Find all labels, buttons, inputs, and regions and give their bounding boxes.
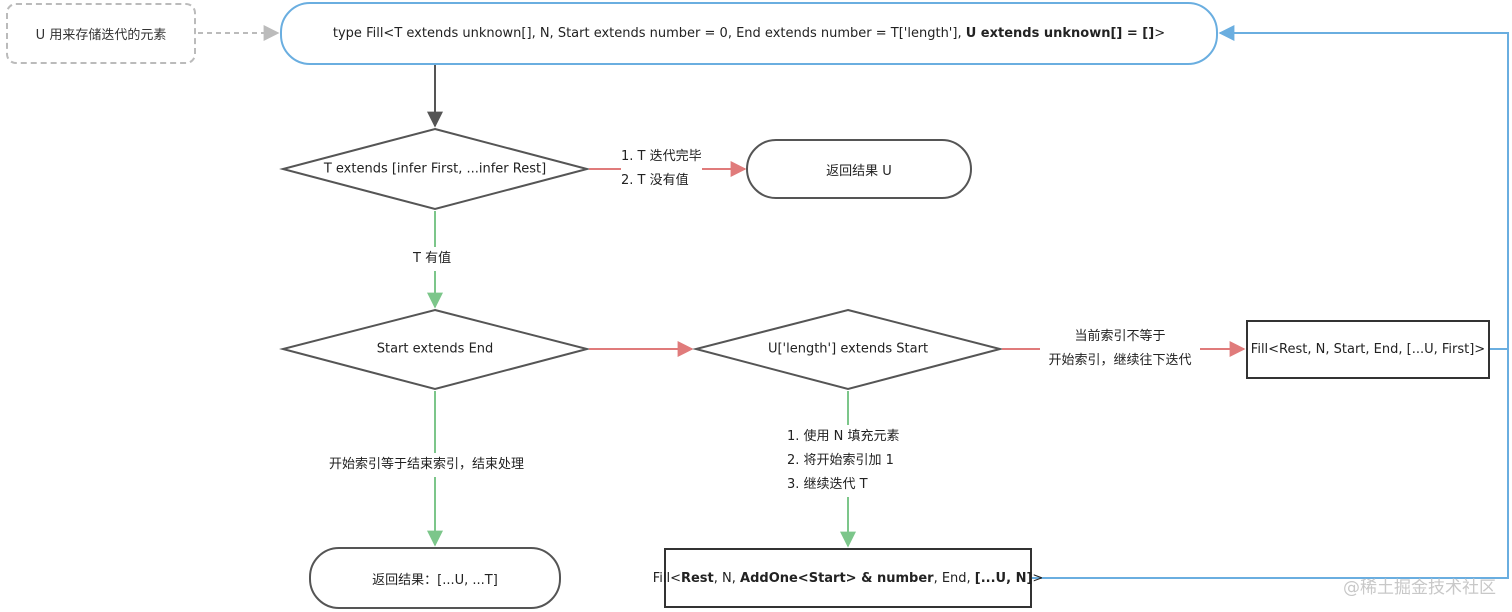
- note-text: U 用来存储迭代的元素: [35, 28, 167, 43]
- return-u-box: 返回结果 U: [746, 139, 972, 199]
- fill-addone-part: , N,: [713, 570, 741, 586]
- edge-label-line: 3. 继续迭代 T: [787, 477, 868, 492]
- return-final-box: 返回结果：[...U, ...T]: [309, 547, 561, 609]
- decision-startend-text: Start extends End: [376, 341, 494, 357]
- edge-label-t-done: 1. T 迭代完毕 2. T 没有值: [621, 145, 702, 193]
- type-definition-box: type Fill<T extends unknown[], N, Start …: [280, 2, 1218, 65]
- fill-first-box: Fill<Rest, N, Start, End, [...U, First]>: [1246, 320, 1490, 379]
- decision-length-diamond: [692, 308, 1004, 391]
- fill-addone-bold: Rest: [680, 570, 714, 586]
- return-u-text: 返回结果 U: [826, 163, 892, 179]
- return-final-text: 返回结果：[...U, ...T]: [372, 572, 498, 588]
- edge-label-line: 1. 使用 N 填充元素: [787, 429, 900, 444]
- edge-label-index-equal: 开始索引等于结束索引，结束处理: [329, 453, 525, 477]
- loop-addone-to-typedef: [1032, 25, 1509, 579]
- fill-addone-bold: AddOne<Start> & number: [740, 570, 934, 586]
- edge-label-line: 2. T 没有值: [621, 173, 689, 188]
- edge-label-fill-steps: 1. 使用 N 填充元素 2. 将开始索引加 1 3. 继续迭代 T: [787, 425, 900, 497]
- watermark: @稀土掘金技术社区: [1343, 578, 1496, 598]
- fill-addone-part: >: [1032, 570, 1044, 586]
- edge-label-line: 开始索引，继续往下迭代: [1048, 353, 1192, 368]
- fill-addone-part: Fill<: [652, 570, 681, 586]
- fill-first-text: Fill<Rest, N, Start, End, [...U, First]>: [1250, 342, 1486, 357]
- edge-label-index-not-equal: 当前索引不等于 开始索引，继续往下迭代: [1040, 325, 1200, 373]
- edge-label-t-has-value: T 有值: [413, 247, 452, 271]
- fill-addone-part: , End,: [933, 570, 975, 586]
- decision-infer-text: T extends [infer First, ...infer Rest]: [323, 161, 547, 177]
- edge-label-line: 2. 将开始索引加 1: [787, 453, 894, 468]
- decision-length-text: U['length'] extends Start: [767, 341, 929, 357]
- type-definition-close: >: [1154, 26, 1166, 41]
- fill-addone-bold: [...U, N]: [974, 570, 1033, 586]
- edge-label-line: 1. T 迭代完毕: [621, 149, 702, 164]
- type-definition-plain: type Fill<T extends unknown[], N, Start …: [332, 26, 966, 41]
- decision-infer-diamond: [279, 127, 591, 211]
- type-definition-bold: U extends unknown[] = []: [965, 26, 1155, 41]
- note-box: U 用来存储迭代的元素: [6, 3, 196, 64]
- fill-addone-box: Fill<Rest, N, AddOne<Start> & number, En…: [653, 548, 1043, 608]
- decision-startend-diamond: [279, 308, 591, 391]
- edge-label-line: 当前索引不等于: [1074, 329, 1166, 344]
